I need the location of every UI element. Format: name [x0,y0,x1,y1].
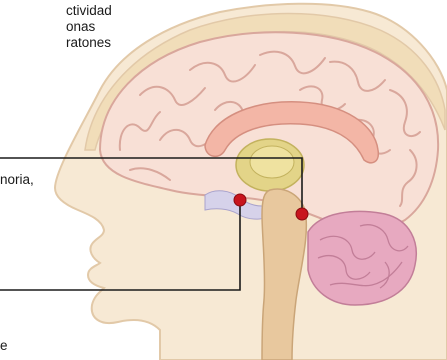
marker-dot-left [234,194,246,206]
bottom-caption: e [0,338,8,353]
callout-left-text: noria, [0,172,34,187]
top-caption-line-2: onas [66,19,95,34]
marker-dot-right [296,208,308,220]
thalamus-inner [250,146,294,178]
top-caption-line-1: ctividad [66,3,112,18]
top-caption-line-3: ratones [66,35,111,50]
